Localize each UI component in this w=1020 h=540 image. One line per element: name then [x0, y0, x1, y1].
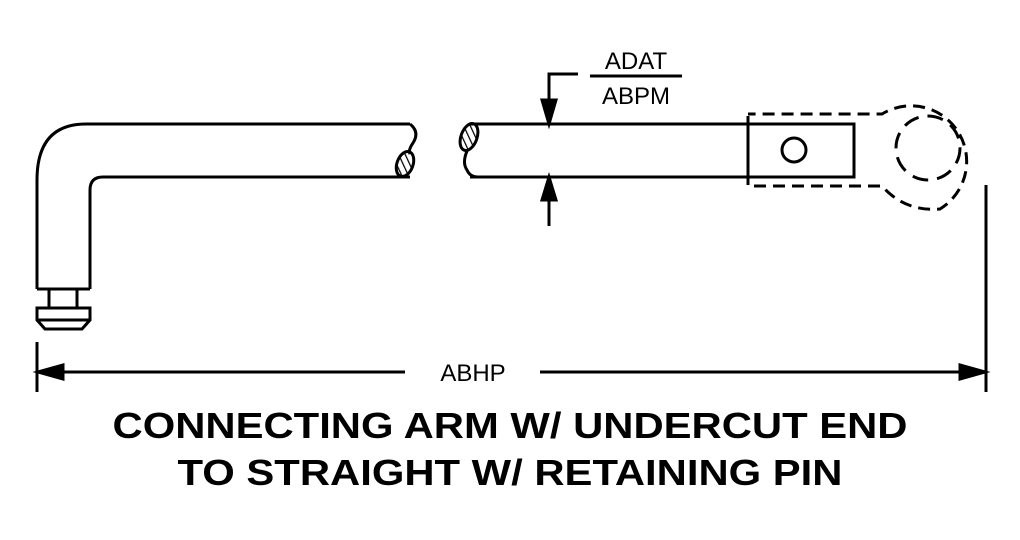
diameter-dimension	[539, 72, 682, 226]
straight-rod	[470, 122, 856, 179]
diameter-label-upper: ADAT	[605, 48, 668, 75]
undercut-neck	[47, 287, 79, 310]
phantom-inner-ring	[894, 114, 962, 182]
length-label: ABHP	[440, 360, 505, 387]
caption-line-1: CONNECTING ARM W/ UNDERCUT END	[113, 405, 908, 446]
length-dimension	[32, 185, 991, 392]
hatched-section-right	[458, 122, 480, 152]
caption-line-2: TO STRAIGHT W/ RETAINING PIN	[178, 452, 843, 493]
break-symbol-right	[458, 122, 480, 179]
arrow-left-icon	[32, 363, 65, 381]
phantom-outline	[746, 104, 969, 211]
diameter-label-lower: ABPM	[602, 83, 670, 110]
break-symbol-left	[394, 122, 418, 179]
hatched-section-left	[394, 149, 416, 179]
phantom-mating-part	[746, 104, 969, 211]
arm-inner-contour	[88, 175, 410, 289]
arrow-down-icon	[540, 98, 558, 130]
flat-tang	[746, 122, 856, 179]
arm-outer-contour	[35, 122, 410, 289]
retaining-pin-hole	[780, 136, 808, 164]
bent-arm-left	[35, 122, 410, 331]
arrow-right-icon	[958, 363, 991, 381]
arrow-up-icon	[539, 171, 559, 202]
